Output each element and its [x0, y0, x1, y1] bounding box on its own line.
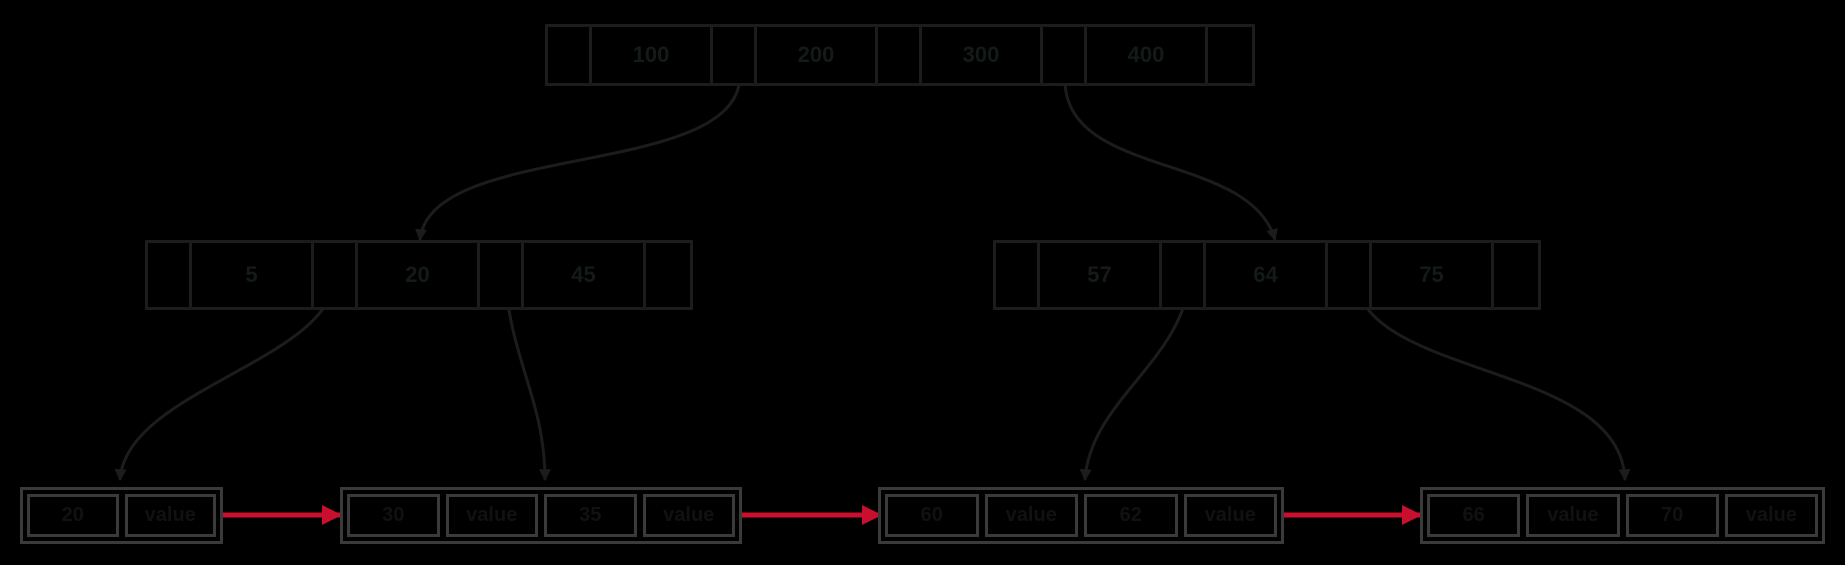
leaf-value: value — [1526, 494, 1620, 537]
pointer-slot — [1162, 243, 1206, 307]
pointer-slot — [314, 243, 358, 307]
left-key-1: 5 — [192, 243, 314, 307]
pointer-slot — [1208, 27, 1252, 83]
leaf-value: value — [984, 494, 1078, 537]
pointer-slot — [480, 243, 524, 307]
right-key-1: 57 — [1040, 243, 1162, 307]
leaf-key: 62 — [1084, 494, 1178, 537]
root-key-1: 100 — [592, 27, 713, 83]
root-key-3: 300 — [922, 27, 1043, 83]
leaf-key: 70 — [1625, 494, 1719, 537]
left-key-2: 20 — [358, 243, 480, 307]
pointer-slot — [996, 243, 1040, 307]
right-key-3: 75 — [1372, 243, 1494, 307]
pointer-slot — [148, 243, 192, 307]
pointer-slot — [878, 27, 922, 83]
leaf-node-4: 66 value 70 value — [1420, 487, 1825, 544]
left-key-3: 45 — [524, 243, 646, 307]
leaf-node-1: 20 value — [20, 487, 223, 544]
root-key-2: 200 — [757, 27, 878, 83]
pointer-slot — [1328, 243, 1372, 307]
right-key-2: 64 — [1206, 243, 1328, 307]
edge-right-leaf4 — [1353, 274, 1631, 482]
root-key-4: 400 — [1087, 27, 1208, 83]
edge-root-right — [1063, 74, 1278, 242]
edge-root-left — [415, 74, 742, 242]
leaf-key: 30 — [347, 494, 440, 537]
leaf-node-3: 60 value 62 value — [878, 487, 1284, 544]
internal-node-right: 57 64 75 — [993, 240, 1541, 310]
leaf-value: value — [445, 494, 538, 537]
leaf-value: value — [124, 494, 216, 537]
pointer-slot — [1043, 27, 1087, 83]
pointer-slot — [1494, 243, 1538, 307]
pointer-slot — [646, 243, 690, 307]
leaf-value: value — [1724, 494, 1818, 537]
root-node: 100 200 300 400 — [545, 24, 1255, 86]
leaf-key: 35 — [544, 494, 637, 537]
leaf-value: value — [1183, 494, 1277, 537]
leaf-node-2: 30 value 35 value — [340, 487, 742, 544]
leaf-key: 60 — [885, 494, 979, 537]
pointer-slot — [713, 27, 757, 83]
internal-node-left: 5 20 45 — [145, 240, 693, 310]
leaf-value: value — [642, 494, 735, 537]
leaf-key: 20 — [27, 494, 119, 537]
leaf-key: 66 — [1427, 494, 1521, 537]
pointer-slot — [548, 27, 592, 83]
